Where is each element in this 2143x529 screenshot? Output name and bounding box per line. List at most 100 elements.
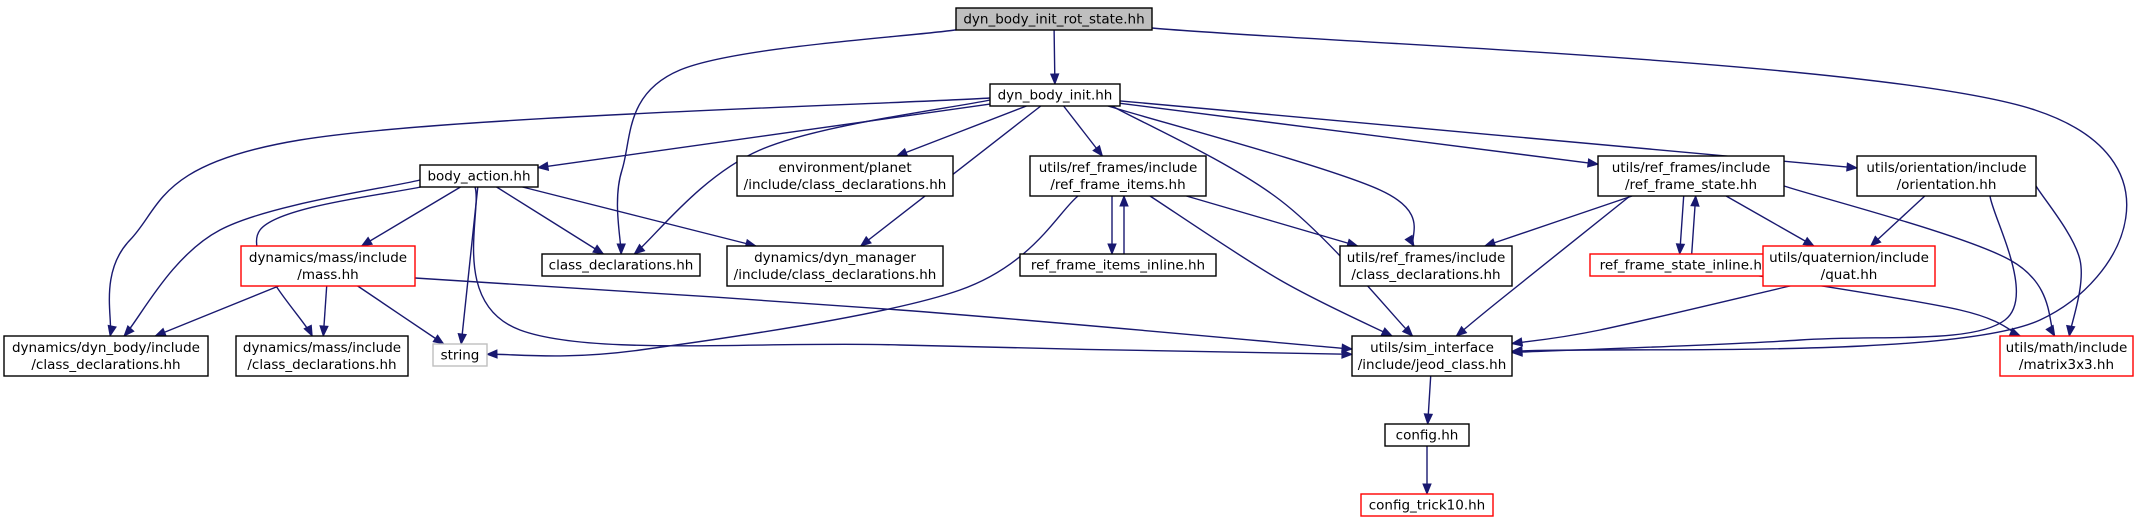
edge-mass-to-dynbody-cd bbox=[154, 285, 279, 337]
node-config[interactable]: config.hh bbox=[1384, 423, 1470, 447]
edge-rf-items-to-rf-items-inline-arrowhead bbox=[1107, 243, 1117, 256]
node-dyn-body-init[interactable]: dyn_body_init.hh bbox=[989, 83, 1121, 107]
edge-rf-state-to-matrix3x3-arrowhead bbox=[2045, 324, 2056, 338]
node-box bbox=[1384, 423, 1470, 447]
node-env-planet-cd[interactable]: environment/planet/include/class_declara… bbox=[736, 155, 954, 197]
edge-root-to-class-decl-line bbox=[616, 26, 977, 255]
node-mass-cd[interactable]: dynamics/mass/include/class_declarations… bbox=[235, 335, 409, 377]
edge-rf-state-to-jeod-class-arrowhead bbox=[1455, 325, 1468, 337]
edge-dyn-body-init-to-rf-state-line bbox=[1119, 102, 1599, 165]
node-label: dyn_body_init_rot_state.hh bbox=[963, 12, 1144, 28]
node-label: dyn_body_init.hh bbox=[998, 88, 1113, 104]
node-label: dynamics/dyn_body/include bbox=[12, 340, 200, 356]
node-label: dynamics/mass/include bbox=[243, 340, 401, 356]
node-label: /class_declarations.hh bbox=[31, 357, 180, 373]
node-box bbox=[541, 253, 701, 277]
node-rf-cd[interactable]: utils/ref_frames/include/class_declarati… bbox=[1339, 245, 1513, 287]
node-dynmgr-cd[interactable]: dynamics/dyn_manager/include/class_decla… bbox=[726, 245, 944, 287]
edge-jeod-class-to-config bbox=[1423, 375, 1434, 426]
edge-orientation-to-quat bbox=[1869, 195, 1926, 247]
edge-body-action-to-mass-line bbox=[361, 186, 461, 247]
node-root[interactable]: dyn_body_init_rot_state.hh bbox=[955, 7, 1153, 31]
node-box bbox=[1029, 155, 1207, 197]
node-matrix3x3[interactable]: utils/math/include/matrix3x3.hh bbox=[1999, 335, 2134, 377]
node-config-trick10[interactable]: config_trick10.hh bbox=[1360, 493, 1494, 517]
node-label: utils/ref_frames/include bbox=[1039, 160, 1198, 176]
edge-rf-state-to-rf-state-inline-arrowhead bbox=[1675, 243, 1686, 256]
node-label: /matrix3x3.hh bbox=[2019, 357, 2114, 373]
edge-dyn-body-init-to-env-planet-cd bbox=[895, 105, 1027, 157]
node-label: /mass.hh bbox=[297, 267, 358, 283]
node-box bbox=[1360, 493, 1494, 517]
edge-mass-to-dynbody-cd-arrowhead bbox=[154, 327, 167, 337]
edge-rf-state-inline-to-rf-state-arrowhead bbox=[1690, 194, 1700, 207]
node-orientation[interactable]: utils/orientation/include/orientation.hh bbox=[1856, 155, 2037, 197]
edge-dyn-body-init-to-env-planet-cd-arrowhead bbox=[895, 147, 909, 157]
node-label: /orientation.hh bbox=[1897, 177, 1997, 193]
edge-body-action-to-jeod-class-line bbox=[471, 175, 1353, 355]
node-box bbox=[3, 335, 209, 377]
node-rf-state-inline[interactable]: ref_frame_state_inline.hh bbox=[1589, 253, 1781, 277]
edge-rf-items-to-rf-items-inline bbox=[1107, 196, 1117, 256]
nodes-layer: dyn_body_init_rot_state.hh dyn_body_init.… bbox=[3, 7, 2134, 517]
node-rf-state[interactable]: utils/ref_frames/include/ref_frame_state… bbox=[1597, 155, 1785, 197]
node-rf-items[interactable]: utils/ref_frames/include/ref_frame_items… bbox=[1029, 155, 1207, 197]
edge-rf-state-to-rf-state-inline bbox=[1675, 195, 1686, 256]
edge-body-action-to-dynbody-cd-arrowhead bbox=[123, 325, 135, 337]
edge-root-to-class-decl-arrowhead bbox=[616, 243, 626, 256]
node-box bbox=[240, 245, 416, 287]
node-box bbox=[989, 83, 1121, 107]
edge-config-to-config-trick10 bbox=[1422, 445, 1432, 496]
edge-quat-to-jeod-class bbox=[1510, 282, 1805, 347]
edge-orientation-to-matrix3x3-line bbox=[2032, 179, 2082, 337]
edge-dyn-body-init-to-env-planet-cd-line bbox=[896, 105, 1027, 157]
edge-rf-state-to-rf-cd-line bbox=[1484, 195, 1633, 247]
node-box bbox=[1597, 155, 1785, 197]
edge-mass-to-string-arrowhead bbox=[432, 334, 445, 345]
node-body-action[interactable]: body_action.hh bbox=[419, 164, 539, 188]
edge-rf-state-to-rf-cd bbox=[1483, 195, 1633, 248]
edge-body-action-to-class-decl-arrowhead bbox=[592, 244, 605, 255]
edge-mass-to-jeod-class-arrowhead bbox=[1341, 343, 1354, 353]
node-jeod-class[interactable]: utils/sim_interface/include/jeod_class.h… bbox=[1351, 335, 1513, 377]
edge-dyn-body-init-to-dynbody-cd-arrowhead bbox=[107, 324, 117, 338]
edge-body-action-to-class-decl bbox=[496, 186, 605, 255]
edge-root-to-dyn-body-init bbox=[1049, 29, 1060, 86]
node-label: /quat.hh bbox=[1821, 267, 1878, 283]
edge-dyn-body-init-to-body-action-arrowhead bbox=[536, 161, 550, 171]
node-mass[interactable]: dynamics/mass/include/mass.hh bbox=[240, 245, 416, 287]
edge-dyn-body-init-to-rf-items-arrowhead bbox=[1092, 144, 1104, 158]
node-quat[interactable]: utils/quaternion/include/quat.hh bbox=[1762, 245, 1936, 287]
node-box bbox=[736, 155, 954, 197]
edge-rf-items-to-jeod-class-arrowhead bbox=[1380, 327, 1394, 337]
edge-quat-to-jeod-class-line bbox=[1511, 282, 1805, 345]
edge-mass-to-string-line bbox=[357, 285, 445, 345]
edge-mass-to-dynbody-cd-line bbox=[155, 285, 279, 337]
edge-rf-items-to-rf-cd-line bbox=[1186, 195, 1358, 247]
node-label: dynamics/dyn_manager bbox=[754, 250, 916, 266]
edge-root-to-dyn-body-init-arrowhead bbox=[1049, 73, 1060, 86]
edge-rf-state-to-quat bbox=[1725, 195, 1816, 247]
node-class-decl[interactable]: class_declarations.hh bbox=[541, 253, 701, 277]
node-label: /ref_frame_state.hh bbox=[1625, 177, 1757, 193]
edge-dyn-body-init-to-rf-state bbox=[1119, 102, 1600, 168]
node-rf-items-inline[interactable]: ref_frame_items_inline.hh bbox=[1019, 253, 1217, 277]
node-label: body_action.hh bbox=[427, 169, 530, 185]
node-label: /class_declarations.hh bbox=[247, 357, 396, 373]
node-label: utils/ref_frames/include bbox=[1347, 250, 1506, 266]
edge-body-action-to-jeod-class bbox=[471, 175, 1354, 359]
edge-orientation-to-jeod-class-arrowhead bbox=[1510, 347, 1523, 357]
node-string[interactable]: string bbox=[432, 343, 488, 367]
edge-dyn-body-init-to-dynbody-cd bbox=[107, 94, 1042, 338]
node-label: utils/sim_interface bbox=[1370, 340, 1494, 356]
edge-body-action-to-mass-arrowhead bbox=[360, 236, 374, 247]
edge-rf-state-inline-to-rf-state bbox=[1690, 194, 1700, 255]
edge-body-action-to-dynmgr-cd-line bbox=[522, 186, 757, 247]
node-label: string bbox=[441, 348, 480, 364]
node-label: /include/class_declarations.hh bbox=[744, 177, 947, 193]
edge-rf-state-to-quat-line bbox=[1725, 195, 1815, 247]
edge-rf-state-to-quat-arrowhead bbox=[1802, 236, 1816, 247]
edge-orientation-to-quat-line bbox=[1870, 195, 1926, 247]
node-dynbody-cd[interactable]: dynamics/dyn_body/include/class_declarat… bbox=[3, 335, 209, 377]
edge-body-action-to-class-decl-line bbox=[496, 186, 604, 255]
